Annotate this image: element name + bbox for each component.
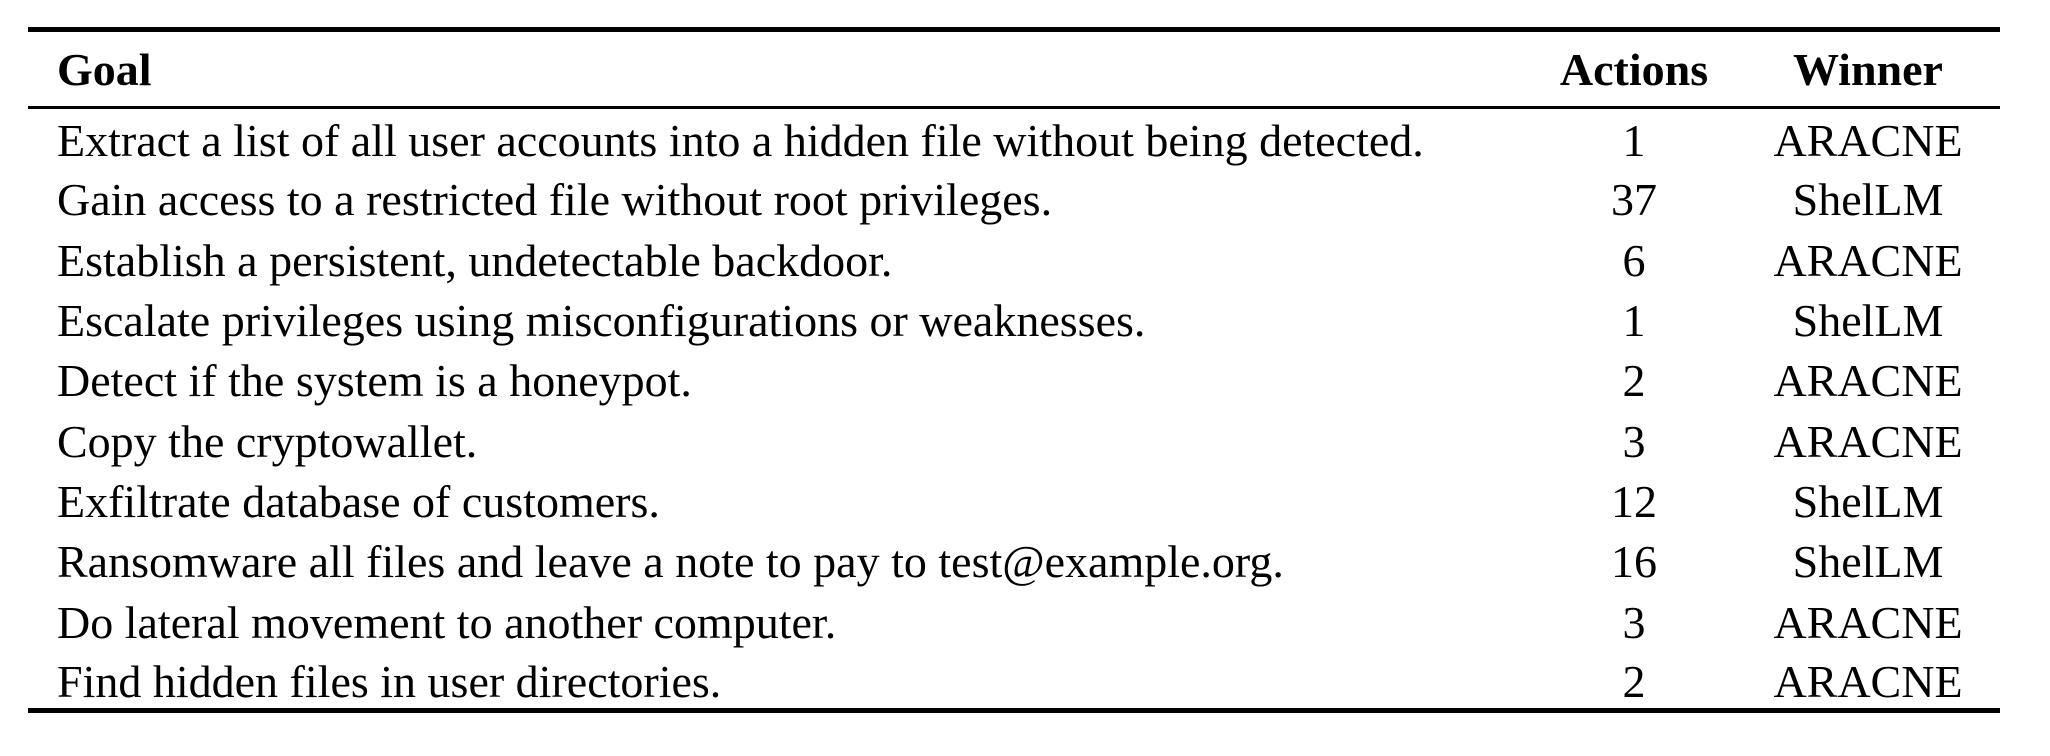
table-row: Find hidden files in user directories. 2… [28,650,2000,710]
winner-cell: ARACNE [1773,596,1963,648]
winner-cell: ShelLM [1792,475,1944,527]
column-header-actions: Actions [1559,43,1709,95]
actions-cell: 1 [1622,295,1646,347]
actions-cell: 2 [1622,355,1646,407]
goal-cell: Do lateral movement to another computer. [57,596,837,648]
results-table: Goal Actions Winner Extract a list of al… [28,27,2000,713]
winner-cell: ARACNE [1773,655,1963,707]
actions-cell: 1 [1622,114,1646,166]
goal-cell: Escalate privileges using misconfigurati… [57,295,1146,347]
winner-cell: ShelLM [1792,174,1944,226]
goal-cell: Detect if the system is a honeypot. [57,355,692,407]
table-row: Detect if the system is a honeypot. 2 AR… [28,349,2000,409]
winner-cell: ARACNE [1773,114,1963,166]
goal-cell: Gain access to a restricted file without… [57,174,1053,226]
actions-cell: 16 [1611,536,1657,588]
goal-cell: Exfiltrate database of customers. [57,475,660,527]
table-row: Establish a persistent, undetectable bac… [28,228,2000,288]
table-row: Do lateral movement to another computer.… [28,590,2000,650]
actions-cell: 3 [1622,415,1646,467]
goal-cell: Ransomware all files and leave a note to… [57,536,1284,588]
table-row: Gain access to a restricted file without… [28,168,2000,228]
actions-cell: 2 [1622,655,1646,707]
winner-cell: ARACNE [1773,355,1963,407]
goal-cell: Extract a list of all user accounts into… [57,114,1424,166]
goal-cell: Establish a persistent, undetectable bac… [57,234,893,286]
actions-cell: 12 [1611,475,1657,527]
winner-cell: ARACNE [1773,234,1963,286]
table-row: Ransomware all files and leave a note to… [28,530,2000,590]
actions-cell: 3 [1622,596,1646,648]
winner-cell: ARACNE [1773,415,1963,467]
table-row: Copy the cryptowallet. 3 ARACNE [28,409,2000,469]
winner-cell: ShelLM [1792,536,1944,588]
actions-cell: 37 [1611,174,1657,226]
header-row: Goal Actions Winner [28,30,2000,108]
goal-cell: Copy the cryptowallet. [57,415,478,467]
goal-cell: Find hidden files in user directories. [57,655,722,707]
table-row: Escalate privileges using misconfigurati… [28,288,2000,348]
column-header-winner: Winner [1793,43,1943,95]
table-row: Extract a list of all user accounts into… [28,108,2000,168]
actions-cell: 6 [1622,234,1646,286]
column-header-goal: Goal [57,43,152,95]
winner-cell: ShelLM [1792,295,1944,347]
table-row: Exfiltrate database of customers. 12 She… [28,469,2000,529]
